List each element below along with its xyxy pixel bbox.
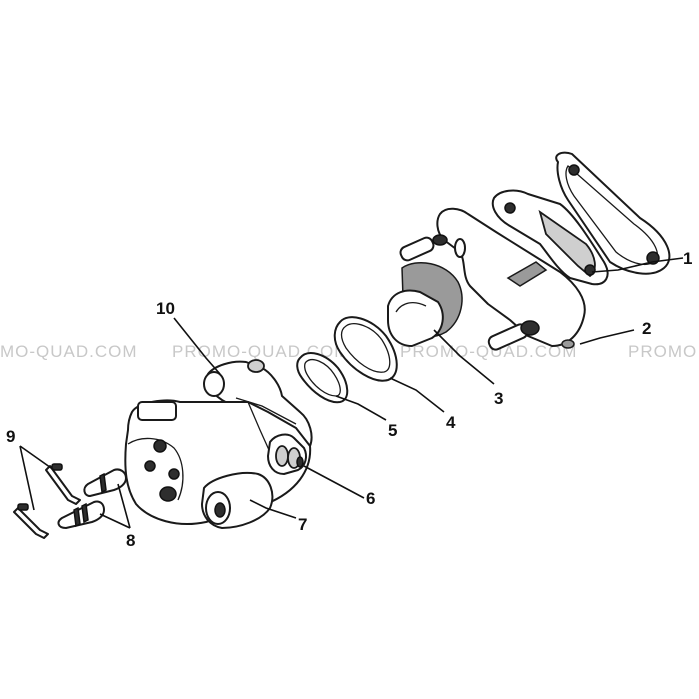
- part-2-brake-pad-backing: [491, 189, 609, 286]
- leader-2: [579, 329, 635, 345]
- leader-5: [335, 395, 387, 421]
- callout-4: 4: [446, 413, 456, 432]
- callout-7: 7: [298, 515, 307, 534]
- part-9-retaining-clips: [13, 463, 81, 539]
- leader-6: [303, 465, 365, 499]
- callout-9: 9: [6, 427, 15, 446]
- part-7-slide-pin-boot: [201, 472, 274, 529]
- leader-9: [19, 445, 55, 511]
- callout-8: 8: [126, 531, 135, 550]
- part-1-brake-pad-shim: [555, 151, 671, 275]
- leader-8: [99, 483, 131, 529]
- callout-5: 5: [388, 421, 397, 440]
- leader-7: [249, 499, 297, 519]
- leader-lines: [19, 257, 684, 529]
- watermark-segment-1: MO-QUAD.COM: [0, 342, 138, 361]
- callout-6: 6: [366, 489, 375, 508]
- watermark-segment-4: PROMO: [628, 342, 697, 361]
- callout-3: 3: [494, 389, 503, 408]
- leader-3: [433, 329, 495, 385]
- callout-1: 1: [683, 249, 692, 268]
- part-4-piston-seal: [333, 316, 398, 382]
- callout-2: 2: [642, 319, 651, 338]
- callout-numbers: 1 2 3 4 5 6 7 8 9 10: [6, 249, 692, 550]
- leader-4: [389, 377, 445, 413]
- part-6-bleeder-fitting: [267, 433, 307, 475]
- watermark-segment-3: PROMO-QUAD.COM: [400, 342, 577, 361]
- leader-10: [173, 317, 221, 375]
- part-3-piston: [387, 261, 463, 347]
- callout-10: 10: [156, 299, 175, 318]
- part-8-slide-pins: [57, 468, 127, 529]
- part-2-caliper-bracket: [399, 207, 586, 351]
- leader-1: [591, 257, 684, 273]
